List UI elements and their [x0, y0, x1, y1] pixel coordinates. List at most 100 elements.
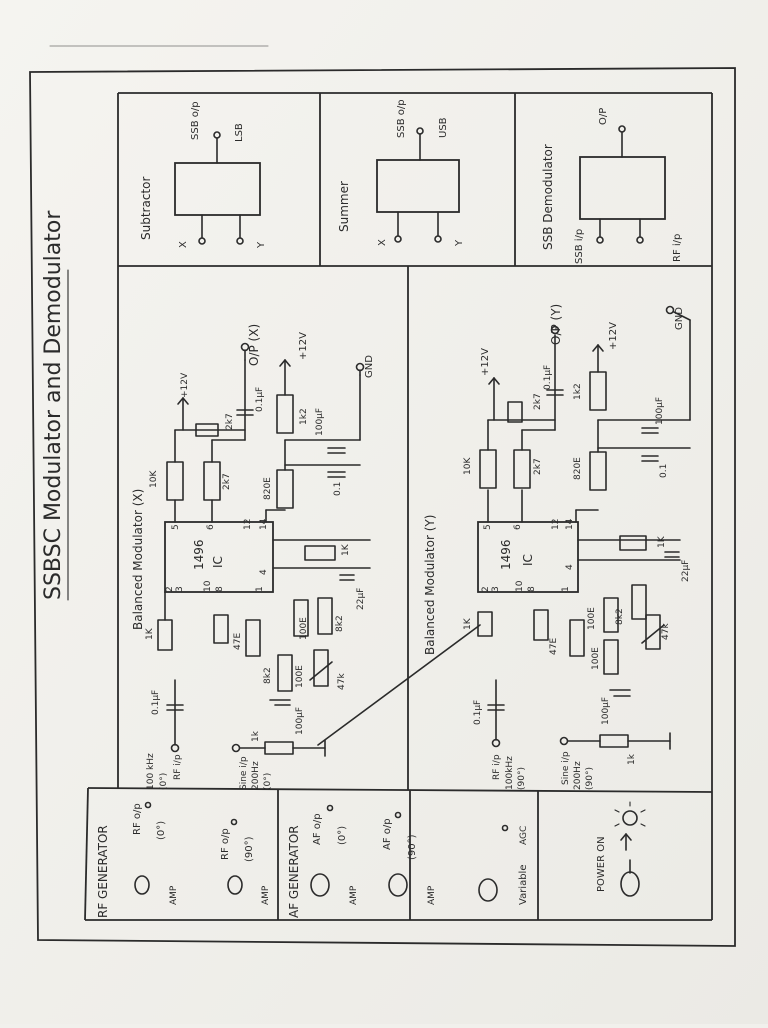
bmx-title: Balanced Modulator (X) — [131, 489, 145, 630]
svg-text:8k2: 8k2 — [335, 615, 345, 632]
svg-text:100µF: 100µF — [601, 697, 611, 725]
bmy-ic — [477, 521, 579, 593]
demodulator-rf-input-label: RF i/p — [672, 234, 683, 262]
bmx-ic — [164, 521, 274, 593]
af-output-0-jack[interactable] — [326, 804, 334, 812]
rf-amp-knob-2[interactable] — [227, 875, 243, 895]
svg-text:3: 3 — [175, 586, 185, 592]
bmx-output-label: O/P (X) — [247, 324, 261, 366]
svg-text:2k7: 2k7 — [225, 413, 235, 430]
rf-amp-knob-1[interactable] — [134, 875, 150, 895]
svg-text:(0°): (0°) — [156, 821, 167, 840]
svg-text:22µF: 22µF — [356, 588, 366, 610]
subtractor-block: Subtractor SSB o/p LSB X Y — [139, 101, 267, 249]
svg-text:(90°): (90°) — [244, 836, 255, 862]
svg-text:1496: 1496 — [192, 539, 206, 570]
outer-frame — [29, 67, 736, 947]
svg-text:(90°): (90°) — [517, 767, 527, 790]
svg-text:100 kHz: 100 kHz — [146, 753, 156, 790]
svg-text:5: 5 — [171, 524, 181, 530]
subtractor-output-label: SSB o/p — [190, 101, 201, 140]
svg-text:8: 8 — [215, 586, 225, 592]
svg-text:820E: 820E — [573, 457, 583, 480]
svg-text:100kHz: 100kHz — [505, 756, 515, 790]
balanced-modulator-y: Balanced Modulator (Y) 1496 IC 5 6 12 14… — [423, 304, 691, 790]
balanced-modulator-x: Balanced Modulator (X) 1496 IC 5 6 12 14… — [131, 324, 375, 790]
svg-text:100µF: 100µF — [295, 707, 305, 735]
svg-text:AMP: AMP — [349, 885, 359, 905]
bmy-gnd-label: GND — [674, 307, 685, 330]
bmx-gnd-label: GND — [364, 355, 375, 378]
svg-text:Variable: Variable — [518, 865, 529, 906]
svg-text:0.1: 0.1 — [659, 464, 669, 478]
svg-text:4: 4 — [565, 564, 575, 570]
power-panel: POWER ON — [596, 801, 646, 897]
svg-text:2k7: 2k7 — [533, 458, 543, 475]
svg-text:RF i/p: RF i/p — [492, 754, 502, 780]
svg-text:Sine i/p: Sine i/p — [239, 756, 249, 790]
svg-text:+12V: +12V — [180, 372, 190, 398]
svg-text:2k7: 2k7 — [533, 393, 543, 410]
svg-text:2: 2 — [481, 586, 491, 592]
summer-x-label: X — [377, 239, 388, 246]
svg-text:+12V: +12V — [298, 332, 309, 360]
svg-text:RF i/p: RF i/p — [173, 754, 183, 780]
svg-text:14: 14 — [565, 518, 575, 530]
svg-text:100E: 100E — [299, 617, 309, 640]
svg-text:8k2: 8k2 — [263, 667, 273, 684]
svg-text:IC: IC — [521, 554, 535, 566]
af-amp-knob-1[interactable] — [310, 873, 330, 897]
demodulator-output-label: O/P — [598, 108, 609, 125]
svg-text:10K: 10K — [463, 457, 473, 475]
svg-text:AMP: AMP — [261, 885, 271, 905]
rf-output-90-jack[interactable] — [230, 818, 238, 826]
svg-text:(90°): (90°) — [407, 834, 418, 860]
svg-text:POWER ON: POWER ON — [596, 836, 607, 892]
svg-text:AGC: AGC — [519, 826, 529, 845]
svg-text:+12V: +12V — [480, 348, 491, 376]
svg-text:AF o/p: AF o/p — [312, 813, 323, 845]
summer-y-label: Y — [454, 239, 465, 247]
svg-text:1K: 1K — [341, 543, 351, 556]
svg-text:47k: 47k — [337, 673, 347, 690]
demodulator-label: SSB Demodulator — [541, 144, 555, 250]
rf-output-0-jack[interactable] — [144, 801, 152, 809]
svg-text:10K: 10K — [149, 470, 159, 488]
power-indicator-icon — [614, 801, 646, 827]
subtractor-y-label: Y — [256, 241, 267, 249]
svg-text:1K: 1K — [463, 617, 473, 630]
svg-text:0.1: 0.1 — [333, 482, 343, 496]
summer-label: Summer — [337, 181, 351, 232]
summer-block: Summer SSB o/p USB X Y — [337, 99, 465, 247]
svg-text:1k: 1k — [627, 753, 637, 765]
svg-text:47E: 47E — [233, 633, 243, 650]
summer-output-label: SSB o/p — [396, 99, 407, 138]
variable-panel: Variable AGC — [478, 824, 529, 906]
rf-generator-panel: RF GENERATOR AMP AMP RF o/p (0°) RF o/p … — [96, 801, 271, 918]
svg-text:4: 4 — [259, 569, 269, 575]
agc-jack[interactable] — [501, 824, 509, 832]
variable-knob[interactable] — [478, 878, 498, 902]
svg-text:AMP: AMP — [427, 885, 437, 905]
svg-text:0.1µF: 0.1µF — [543, 365, 553, 390]
svg-text:10: 10 — [203, 580, 213, 592]
svg-text:AF GENERATOR: AF GENERATOR — [287, 825, 301, 918]
svg-text:12: 12 — [551, 519, 561, 530]
svg-text:47k: 47k — [661, 623, 671, 640]
svg-text:1: 1 — [255, 586, 265, 592]
af-amp-knob-2[interactable] — [388, 873, 408, 897]
svg-text:100E: 100E — [295, 665, 305, 688]
af-output-90-jack[interactable] — [394, 811, 402, 819]
svg-text:8: 8 — [527, 586, 537, 592]
svg-text:1: 1 — [561, 586, 571, 592]
svg-text:1k2: 1k2 — [299, 408, 309, 425]
subtractor-label: Subtractor — [139, 177, 153, 240]
svg-text:8k2: 8k2 — [615, 608, 625, 625]
svg-text:100µF: 100µF — [655, 397, 665, 425]
svg-text:2k7: 2k7 — [222, 473, 232, 490]
svg-text:6: 6 — [513, 524, 523, 530]
svg-text:Sine i/p: Sine i/p — [561, 751, 571, 785]
svg-text:100E: 100E — [587, 607, 597, 630]
